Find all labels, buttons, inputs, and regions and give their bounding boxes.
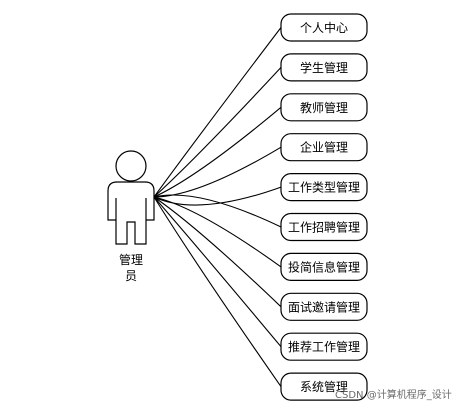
actor-head — [115, 150, 147, 182]
actor-figure — [107, 150, 155, 245]
use-case-node: 系统管理 — [280, 372, 368, 401]
use-case-node: 工作招聘管理 — [280, 212, 368, 242]
use-case-nodes: 个人中心学生管理教师管理企业管理工作类型管理工作招聘管理投简信息管理面试邀请管理… — [280, 13, 368, 401]
use-case-box — [280, 13, 368, 42]
use-case-box — [280, 332, 368, 361]
use-case-label: 工作招聘管理 — [288, 220, 360, 235]
use-case-label: 面试邀请管理 — [288, 299, 360, 314]
use-case-box — [280, 53, 368, 82]
association-line — [153, 196, 282, 348]
association-line — [153, 186, 282, 206]
use-case-label: 教师管理 — [300, 100, 348, 115]
use-case-node: 推荐工作管理 — [280, 332, 368, 361]
use-case-node: 教师管理 — [280, 93, 368, 122]
use-case-label: 个人中心 — [300, 20, 348, 35]
association-line — [153, 146, 282, 198]
use-case-box — [280, 292, 368, 321]
use-case-label: 工作类型管理 — [288, 180, 360, 195]
use-case-node: 个人中心 — [280, 13, 368, 42]
use-case-node: 投简信息管理 — [280, 252, 368, 281]
association-line — [153, 67, 282, 198]
association-line — [153, 27, 282, 198]
use-case-node: 工作类型管理 — [280, 173, 368, 202]
use-case-node: 学生管理 — [280, 53, 368, 82]
use-case-box — [280, 252, 368, 281]
actor-label-line1: 管理 — [119, 252, 143, 267]
use-case-box — [280, 93, 368, 122]
watermark-text: CSDN @计算机程序_设计 — [335, 390, 452, 401]
association-line — [153, 196, 282, 308]
use-case-box — [280, 133, 368, 162]
use-case-box — [280, 372, 368, 401]
association-lines — [153, 27, 282, 387]
association-line — [153, 194, 282, 228]
use-case-label: 系统管理 — [300, 379, 348, 394]
use-case-label: 学生管理 — [300, 60, 348, 75]
use-case-label: 推荐工作管理 — [288, 339, 360, 354]
use-case-label: 企业管理 — [300, 140, 348, 155]
actor-label-line2: 员 — [125, 269, 137, 283]
association-line — [153, 196, 282, 387]
use-case-box — [280, 173, 368, 202]
use-case-node: 面试邀请管理 — [280, 292, 368, 321]
use-case-box — [280, 212, 368, 242]
use-case-label: 投简信息管理 — [288, 259, 360, 274]
use-case-node: 企业管理 — [280, 133, 368, 162]
association-line — [153, 106, 282, 198]
association-line — [153, 196, 282, 268]
actor-body — [107, 181, 155, 245]
